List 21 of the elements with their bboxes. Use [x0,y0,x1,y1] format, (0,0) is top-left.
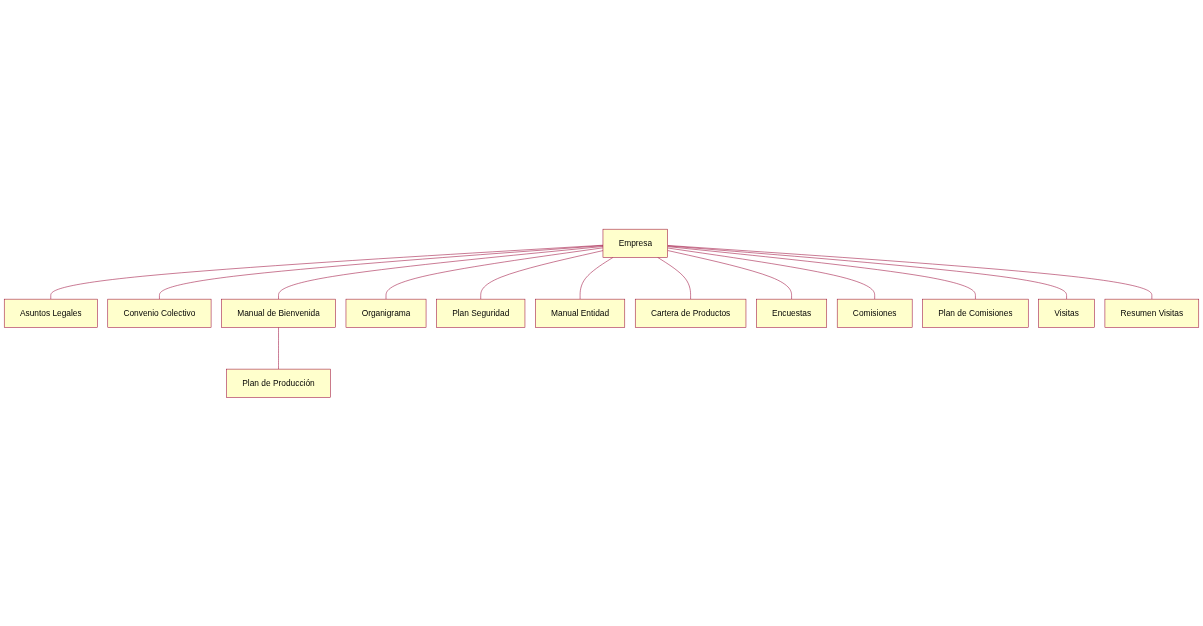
connector [278,245,604,300]
node-box: Plan de Comisiones [922,298,1029,328]
node-box: Organigrama [345,298,427,328]
node-box: Encuestas [756,298,827,328]
connector [667,246,976,300]
node-box: Convenio Colectivo [107,298,212,328]
node-box: Comisiones [836,298,913,328]
node-box: Cartera de Productos [634,298,747,328]
node-box: Empresa [602,228,668,258]
connector [159,245,604,300]
node-box: Plan de Producción [226,368,331,398]
node-box: Visitas [1038,298,1095,328]
node-box: Asuntos Legales [3,298,98,328]
node-box: Plan Seguridad [436,298,526,328]
connector [667,245,1067,300]
node-box: Resumen Visitas [1104,298,1200,328]
node-box: Manual de Bienvenida [221,298,336,328]
connector [50,244,604,300]
connector [385,247,604,300]
node-box: Manual Entidad [535,298,626,328]
connector [667,244,1153,300]
